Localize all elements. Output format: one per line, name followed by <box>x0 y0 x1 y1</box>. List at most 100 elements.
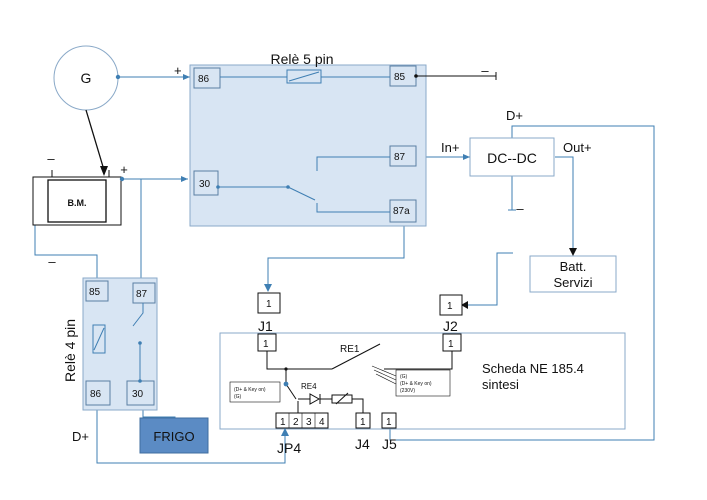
re4-label: RE4 <box>301 382 317 391</box>
frigo-label: FRIGO <box>153 429 194 444</box>
relay-5-pin: Relè 5 pin 86 85 30 87 87a <box>189 51 427 227</box>
note-left-line2: (G) <box>234 394 242 400</box>
bm-battery: B.M. <box>32 170 125 226</box>
wire-dplus-loop <box>389 125 655 441</box>
note-left-box <box>229 381 281 403</box>
arrow-into-86 <box>183 74 190 80</box>
relay5-pin30: 30 <box>199 179 211 190</box>
j2-pin: 1 <box>447 301 453 312</box>
note-right-line1: (G) <box>400 374 408 380</box>
dcdc-in-label: In+ <box>441 140 459 155</box>
re4-contact <box>283 381 289 387</box>
relay4-pin86: 86 <box>90 389 102 400</box>
bm-label: B.M. <box>68 198 87 208</box>
relay5-pin87a: 87a <box>393 206 410 217</box>
relay5-pin86: 86 <box>198 74 210 85</box>
relay5-coil <box>218 69 390 213</box>
generator-label: G <box>81 70 92 86</box>
relay5-title: Relè 5 pin <box>270 51 333 67</box>
relay4-internals <box>92 303 144 381</box>
j2-inner-pin: 1 <box>448 339 454 350</box>
note-right-pointers <box>371 365 397 385</box>
relay5-pin30-box <box>193 170 219 196</box>
generator-terminal <box>115 74 121 80</box>
relay5-pin87a-box <box>389 199 417 223</box>
arrow-into-j2 <box>461 301 468 309</box>
note-right-line2: (D+ & Key on) <box>400 381 432 387</box>
dcdc-label: DC--DC <box>487 150 537 166</box>
battery-line1: Batt. <box>560 259 587 274</box>
relay-4-pin: 85 87 86 30 <box>82 277 158 411</box>
relay4-title: Relè 4 pin <box>62 319 78 382</box>
bm-inner-box <box>47 179 107 223</box>
scheda-board: Scheda NE 185.4 sintesi 1 1 RE1 RE4 <box>219 332 626 430</box>
relay5-box <box>189 64 427 227</box>
relay5-pin85: 85 <box>394 72 406 83</box>
relay4-pin85-box <box>85 280 109 302</box>
battery-servizi: Batt. Servizi <box>529 255 617 293</box>
dcdc-converter: DC--DC <box>469 137 555 177</box>
arrow-into-30 <box>181 176 188 182</box>
battery-box <box>529 255 617 293</box>
bm-minus-sign: – <box>47 151 55 166</box>
re4-circuit <box>285 383 364 413</box>
re1-label: RE1 <box>340 344 360 355</box>
frigo-block: FRIGO <box>139 417 209 454</box>
battery-line2: Servizi <box>553 275 592 290</box>
wire-battery-to-j2 <box>468 252 513 306</box>
relay5-pin86-box <box>193 67 221 89</box>
p85-minus-sign: – <box>481 63 489 78</box>
wire-87a-to-j1 <box>267 221 416 288</box>
relay5-pin87: 87 <box>394 152 406 163</box>
dcdc-top-label: D+ <box>506 108 523 123</box>
board-title-line2: sintesi <box>482 377 519 392</box>
jp4-pin-4: 4 <box>319 417 325 428</box>
j2-label: J2 <box>443 318 458 334</box>
note-left-line1: (D+ & Key on) <box>234 387 266 393</box>
relay4-pin86-box <box>85 380 111 406</box>
note-right: (G) (D+ & Key on) (230V) <box>371 365 451 397</box>
j5-pin: 1 <box>386 417 392 428</box>
jp4-label: JP4 <box>277 440 301 456</box>
j1-label: J1 <box>258 318 273 334</box>
relay4-pin30: 30 <box>132 389 144 400</box>
note-right-line3: (230V) <box>400 388 415 394</box>
relay4-pin30-box <box>126 380 155 406</box>
note-right-box <box>395 369 451 397</box>
j2-connector <box>439 294 463 316</box>
dcdc-box <box>469 137 555 177</box>
relay4-dplus: D+ <box>72 429 89 444</box>
j5-label: J5 <box>382 436 397 452</box>
relay4-pin87-box <box>132 282 156 304</box>
re1-switch <box>266 343 453 384</box>
gen-to-bm-wire <box>85 109 105 171</box>
wire-30-to-frigo <box>142 410 176 418</box>
j4-pin: 1 <box>360 417 366 428</box>
wire-relay4-to-jp4 <box>96 408 286 464</box>
bm-minus-low-sign: – <box>48 254 56 269</box>
jp4-pin-2: 2 <box>293 417 299 428</box>
bm-plus-terminal <box>119 176 125 182</box>
relay5-dot-pivot <box>286 185 290 189</box>
board-title-line1: Scheda NE 185.4 <box>482 361 584 376</box>
re1-junction <box>284 367 288 371</box>
dcdc-minus-sign: – <box>516 201 524 216</box>
relay4-pivot-dot <box>138 341 142 345</box>
j1-connector <box>257 292 281 314</box>
relay5-dot-30 <box>216 185 220 189</box>
dcdc-out-label: Out+ <box>563 140 592 155</box>
wire-dcdc-to-battery <box>555 156 574 253</box>
j1-inner-pin: 1 <box>263 339 269 350</box>
arrow-into-j1 <box>264 284 272 292</box>
gen-plus-sign: + <box>174 63 182 78</box>
note-left: (D+ & Key on) (G) <box>229 381 281 403</box>
relay4-pin85: 85 <box>89 287 101 298</box>
bm-plus-sign: + <box>120 162 128 177</box>
j4-connector <box>355 412 371 429</box>
generator: G <box>53 45 121 111</box>
arrow-into-jp4 <box>281 428 289 436</box>
jp4-pin-3: 3 <box>306 417 312 428</box>
j5-connector <box>381 412 397 429</box>
relay4-pin87: 87 <box>136 289 148 300</box>
